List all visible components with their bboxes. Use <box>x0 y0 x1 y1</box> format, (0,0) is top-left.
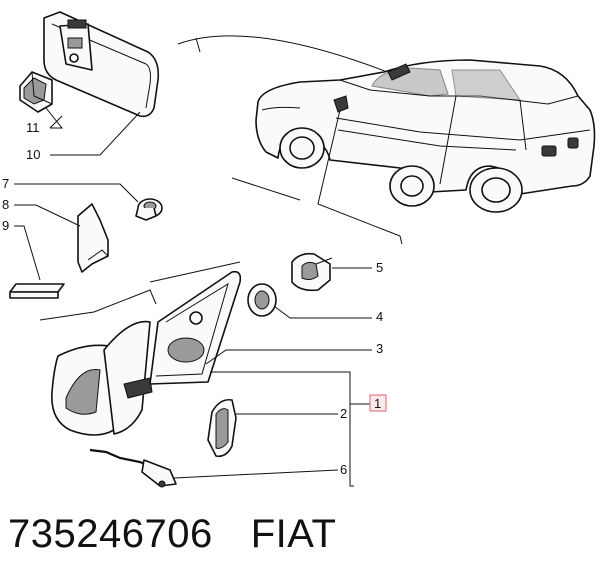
callout-3: 3 <box>376 341 383 356</box>
assembly-bracket <box>210 371 354 487</box>
side-mirror-pointer-line <box>317 109 403 245</box>
callout-7: 7 <box>2 176 9 191</box>
leader-9 <box>14 225 41 281</box>
leader-4 <box>273 305 372 319</box>
leader-10 <box>50 111 141 156</box>
leader-8 <box>14 204 81 227</box>
callout-8: 8 <box>2 197 9 212</box>
grommet-part-5 <box>291 252 333 292</box>
callout-box-1 <box>369 394 387 412</box>
brand-name: FIAT <box>250 512 337 556</box>
car-illustration <box>255 59 596 213</box>
screw-part-7 <box>135 198 163 221</box>
callout-1: 1 <box>374 396 381 411</box>
leader-11 <box>45 107 64 129</box>
ring-part-4 <box>247 283 277 317</box>
callout-2: 2 <box>340 406 347 421</box>
callout-11: 11 <box>26 120 40 135</box>
leader-7 <box>14 183 139 203</box>
callout-6: 6 <box>340 462 347 477</box>
mirror-mount-clip <box>19 71 53 113</box>
windshield-pointer-line <box>177 35 396 76</box>
mirror-housing <box>51 320 153 436</box>
part-number: 735246706 <box>8 512 213 556</box>
rearview-mirror <box>43 11 160 118</box>
part-caption: 735246706 FIAT <box>8 512 336 557</box>
callout-10: 10 <box>26 147 40 162</box>
leader-3 <box>205 349 372 365</box>
mirror-glass-part-2 <box>207 398 237 458</box>
callout-9: 9 <box>2 218 9 233</box>
callout-5: 5 <box>376 260 383 275</box>
cover-part-8 <box>77 203 109 273</box>
cable-part-6 <box>89 448 177 488</box>
callout-4: 4 <box>376 309 383 324</box>
mirror-base-part-3 <box>149 270 242 385</box>
pad-part-9 <box>9 283 65 299</box>
leader-6 <box>173 469 339 479</box>
